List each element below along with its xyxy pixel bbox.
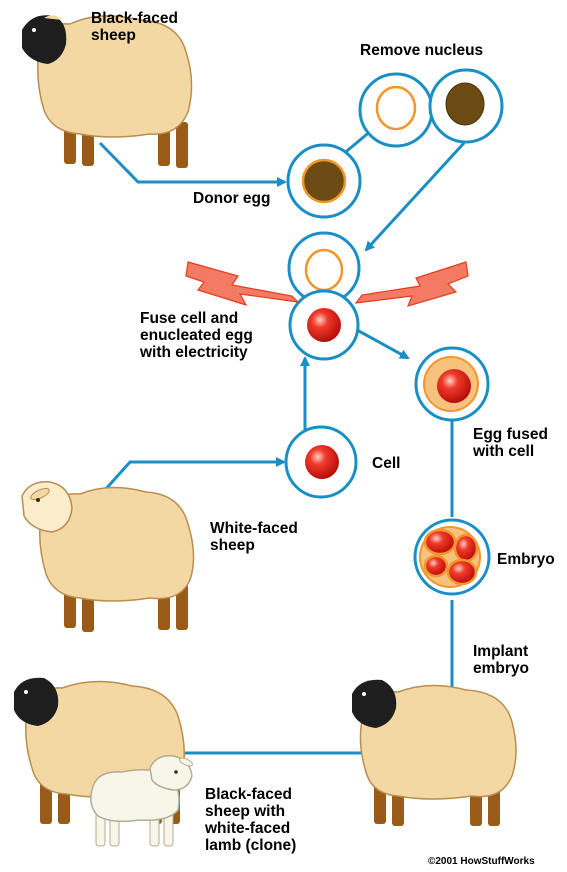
implant-embryo-label: Implant embryo — [473, 643, 529, 677]
black-faced-sheep-label: Black-faced sheep — [91, 10, 178, 44]
cell-label: Cell — [372, 455, 400, 472]
arrow-black-sheep-to-donor-egg — [100, 143, 285, 182]
donor-egg-label: Donor egg — [193, 190, 271, 207]
arrow-fuse-to-fused-egg — [357, 330, 408, 358]
connector-lines — [96, 130, 464, 753]
fusing-cell — [290, 291, 358, 359]
electric-spark-left-icon — [186, 262, 298, 305]
fuse-cell-label: Fuse cell and enucleated egg with electr… — [140, 310, 253, 361]
embryo-label: Embryo — [497, 551, 555, 568]
empty-egg-cell — [360, 74, 432, 146]
fused-egg-cell — [416, 348, 488, 420]
cloned-sheep-with-lamb-illustration — [14, 678, 194, 846]
egg-fused-label: Egg fused with cell — [473, 426, 548, 460]
arrow-nucleus-to-fuse — [366, 143, 464, 250]
remove-nucleus-label: Remove nucleus — [360, 42, 483, 59]
copyright-credit: ©2001 HowStuffWorks — [428, 856, 535, 867]
white-faced-sheep-illustration — [22, 482, 194, 632]
surrogate-sheep-illustration — [352, 680, 516, 826]
white-faced-sheep-label: White-faced sheep — [210, 520, 298, 554]
removed-nucleus-cell — [430, 70, 502, 142]
body-cell — [286, 427, 356, 497]
donor-egg-cell — [288, 145, 360, 217]
embryo-cell — [415, 520, 489, 594]
electric-spark-right-icon — [356, 262, 468, 306]
clone-result-label: Black-faced sheep with white-faced lamb … — [205, 786, 296, 854]
